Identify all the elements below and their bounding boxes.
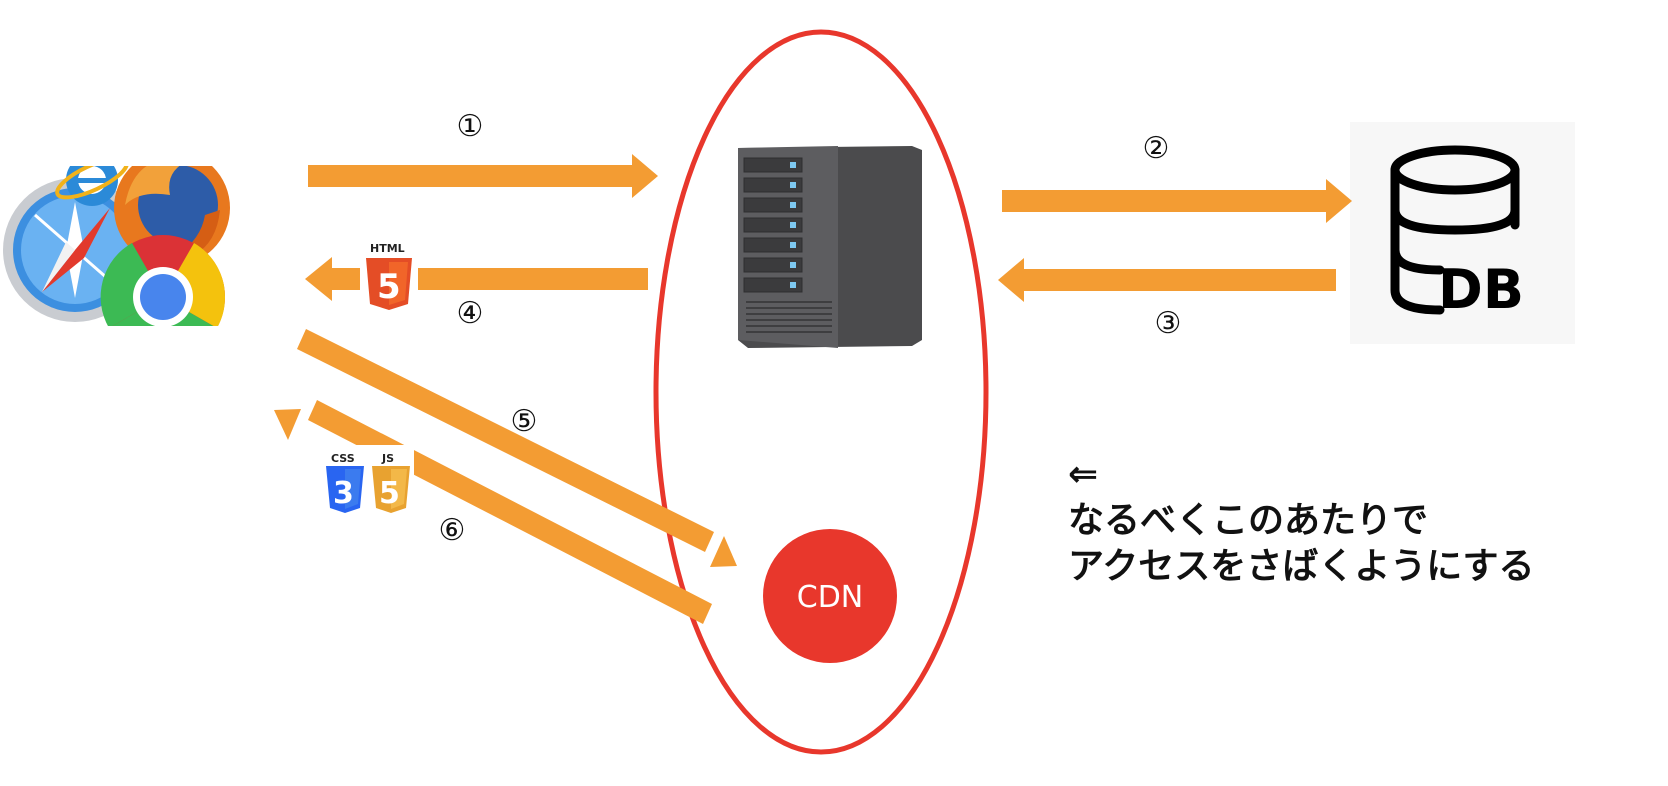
annotation-arrow: ⇐ [1068, 454, 1099, 495]
highlight-ellipse [653, 29, 989, 755]
browsers-icon [0, 150, 240, 366]
cdn-label: CDN [797, 580, 864, 615]
js-badge-icon: JS 5 [368, 445, 414, 515]
arrow-1 [308, 154, 658, 198]
annotation-line-1: なるべくこのあたりで [1068, 500, 1429, 541]
firefox-icon [114, 150, 230, 266]
cdn-node: CDN [763, 529, 897, 663]
annotation-note: ⇐ なるべくこのあたりで アクセスをさばくようにする [1068, 452, 1658, 590]
step-label-2: ② [1143, 131, 1170, 166]
arrow-4 [305, 257, 648, 301]
html5-badge-icon: HTML 5 [360, 235, 418, 310]
css-badge-label: CSS [331, 452, 355, 465]
database-icon: DB [1350, 122, 1575, 344]
css-badge-digit: 3 [333, 476, 354, 511]
server-icon [738, 146, 922, 348]
css3-badge-icon: CSS 3 [322, 445, 368, 515]
js-badge-label: JS [381, 452, 394, 465]
step-label-3: ③ [1155, 306, 1182, 341]
database-label: DB [1438, 258, 1524, 321]
annotation-line-2: アクセスをさばくようにする [1068, 546, 1535, 587]
step-label-6: ⑥ [439, 513, 466, 548]
arrow-2 [1002, 179, 1352, 223]
step-label-5: ⑤ [511, 404, 538, 439]
step-label-4: ④ [457, 296, 484, 331]
step-label-1: ① [457, 109, 484, 144]
js-badge-digit: 5 [379, 476, 400, 511]
html-badge-digit: 5 [377, 267, 401, 307]
arrow-5 [297, 329, 737, 567]
html-badge-label: HTML [370, 242, 405, 255]
arrow-3 [998, 258, 1336, 302]
